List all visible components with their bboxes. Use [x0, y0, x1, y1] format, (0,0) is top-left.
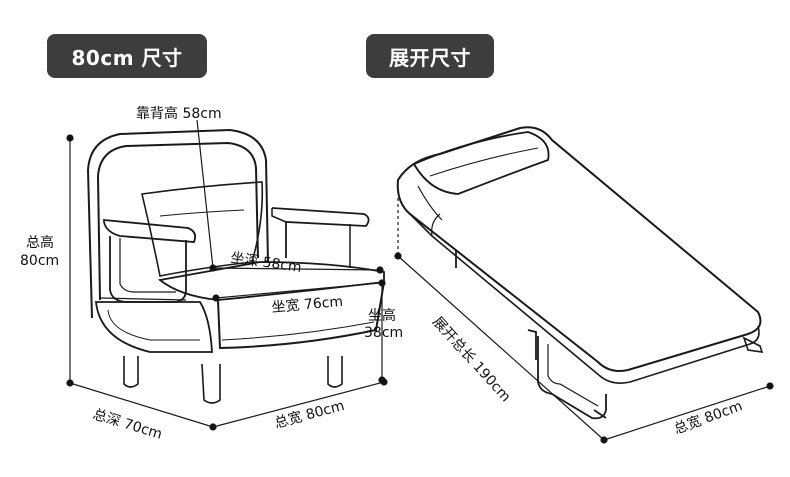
back-height-label: 靠背高 58cm [136, 105, 222, 122]
total-depth-label: 总深 70cm [91, 407, 164, 443]
expanded-size-badge: 展开尺寸 [366, 34, 494, 78]
bed-total-width-label: 总宽 80cm [672, 397, 745, 437]
seat-height-label-line1: 坐高 [368, 307, 396, 324]
sofa-dimension-lines [66, 119, 388, 431]
bed-total-length-label: 展开总长 190cm [429, 314, 514, 405]
seat-depth-label: 坐深 58cm [229, 250, 302, 276]
seat-height-label-line2: 38cm [364, 325, 403, 341]
expanded-bed-illustration [396, 126, 764, 420]
total-height-label-line1: 总高 [26, 234, 54, 251]
seat-width-label: 坐宽 76cm [271, 293, 344, 316]
size-badge-80cm: 80cm 尺寸 [47, 34, 207, 78]
total-height-label-line2: 80cm [20, 253, 59, 269]
bed-dimension-lines [394, 198, 774, 444]
